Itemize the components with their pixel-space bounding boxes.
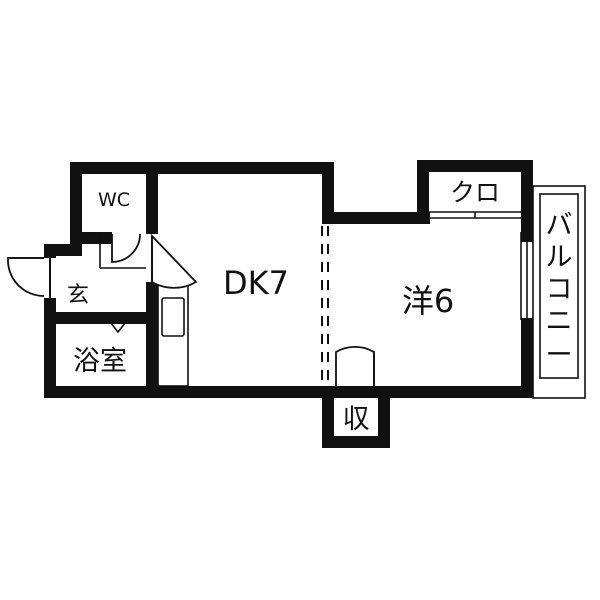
balcony-char: ー <box>546 340 573 371</box>
dashed-partition <box>321 226 329 386</box>
balcony-char: コ <box>546 274 573 305</box>
room-label-storage: 収 <box>343 404 370 435</box>
dk-door-swing <box>151 233 198 289</box>
door-swings <box>7 233 375 386</box>
storage-door-swing <box>335 346 375 386</box>
room-label-dk: DK7 <box>223 264 289 302</box>
wc-door-swing <box>111 233 141 263</box>
room-label-wc: WC <box>98 189 130 211</box>
room-label-bath: 浴室 <box>73 346 127 377</box>
balcony-char: バ <box>546 210 573 241</box>
balcony-char: ニ <box>546 306 573 337</box>
entrance-door-swing <box>7 257 45 297</box>
balcony-char: ル <box>546 242 573 273</box>
walls <box>44 160 533 448</box>
balcony-label: バ ル コ ニ ー <box>546 210 573 371</box>
room-label-entrance: 玄 <box>67 283 89 308</box>
room-label-closet: クロ <box>450 178 500 207</box>
room-label-western: 洋6 <box>402 282 454 320</box>
